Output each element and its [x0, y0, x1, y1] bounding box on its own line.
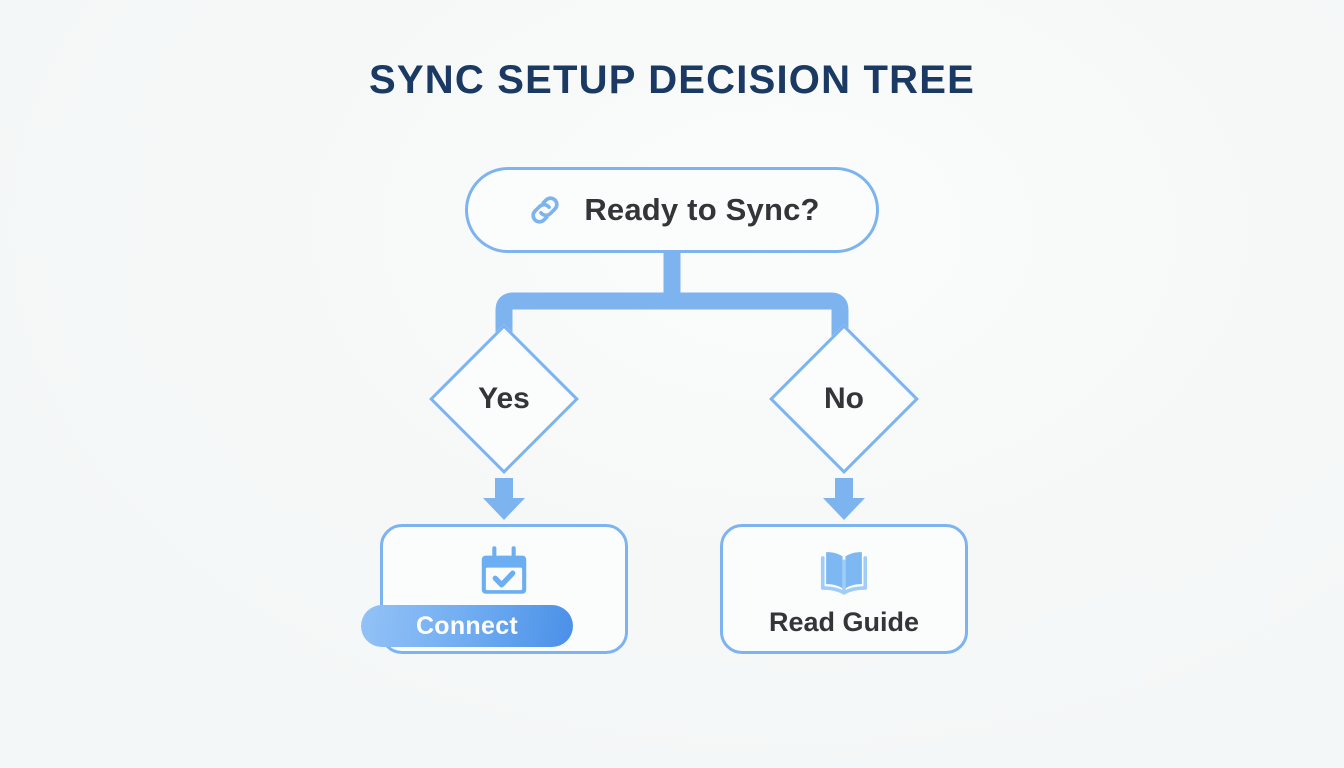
decision-diamond-yes[interactable]: Yes — [429, 324, 579, 474]
diamond-label-no: No — [824, 382, 864, 415]
root-node-ready-to-sync[interactable]: Ready to Sync? — [465, 167, 879, 253]
diamond-label-yes: Yes — [478, 382, 530, 415]
arrow-yes-to-connect — [483, 478, 525, 520]
open-book-icon — [820, 552, 868, 595]
outcome-card-read-guide[interactable]: Read Guide — [720, 524, 968, 654]
read-guide-label: Read Guide — [768, 607, 920, 637]
arrow-no-to-read-guide — [823, 478, 865, 520]
outcome-card-connect[interactable]: Connect — [361, 524, 628, 654]
calendar-check-icon — [481, 546, 527, 594]
connect-button[interactable]: Connect — [361, 605, 573, 647]
root-node-label: Ready to Sync? — [584, 192, 820, 227]
decision-diamond-no[interactable]: No — [769, 324, 919, 474]
link-icon — [531, 196, 559, 224]
page-title: SYNC SETUP DECISION TREE — [369, 58, 975, 102]
